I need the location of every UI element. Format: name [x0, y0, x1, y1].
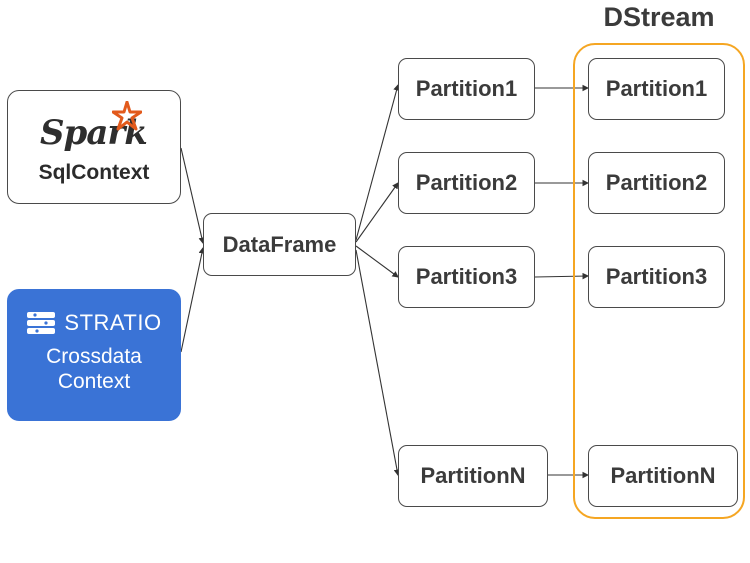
spark-sqlcontext-node: Spark SqlContext	[7, 90, 181, 204]
dstream-title: DStream	[603, 2, 715, 32]
stratio-crossdata-node: STRATIO Crossdata Context	[7, 289, 181, 421]
stratio-logo-icon	[27, 312, 56, 334]
edge-stratio-dataframe	[180, 246, 206, 353]
dstream-partition3-node: Partition3	[588, 246, 725, 308]
spark-logo: Spark	[34, 99, 154, 153]
crossdata-label-line1: Crossdata	[46, 345, 142, 368]
spark-logo-text: Spark	[40, 113, 148, 153]
edge-partition3-dstream	[534, 272, 590, 280]
edge-dataframe-partition1	[355, 83, 400, 241]
edge-dataframe-partitionN	[355, 249, 401, 477]
stratio-logo-text: STRATIO	[64, 310, 162, 335]
dstream-container	[573, 43, 745, 519]
partition2-node: Partition2	[398, 152, 535, 214]
dataframe-node: DataFrame	[203, 213, 356, 276]
edge-dataframe-partition3	[355, 245, 399, 278]
edge-spark-dataframe	[180, 147, 205, 245]
dstream-partition2-node: Partition2	[588, 152, 725, 214]
dstream-partition1-node: Partition1	[588, 58, 725, 120]
spark-star-icon	[112, 101, 142, 131]
crossdata-context-label: Crossdata Context	[46, 344, 142, 394]
dstream-partitionN-node: PartitionN	[588, 445, 738, 507]
partitionN-node: PartitionN	[398, 445, 548, 507]
partition3-node: Partition3	[398, 246, 535, 308]
edge-dataframe-partition2	[355, 182, 399, 243]
stratio-logo: STRATIO	[26, 310, 161, 336]
crossdata-label-line2: Context	[57, 370, 131, 393]
partition1-node: Partition1	[398, 58, 535, 120]
sqlcontext-label: SqlContext	[38, 161, 150, 184]
